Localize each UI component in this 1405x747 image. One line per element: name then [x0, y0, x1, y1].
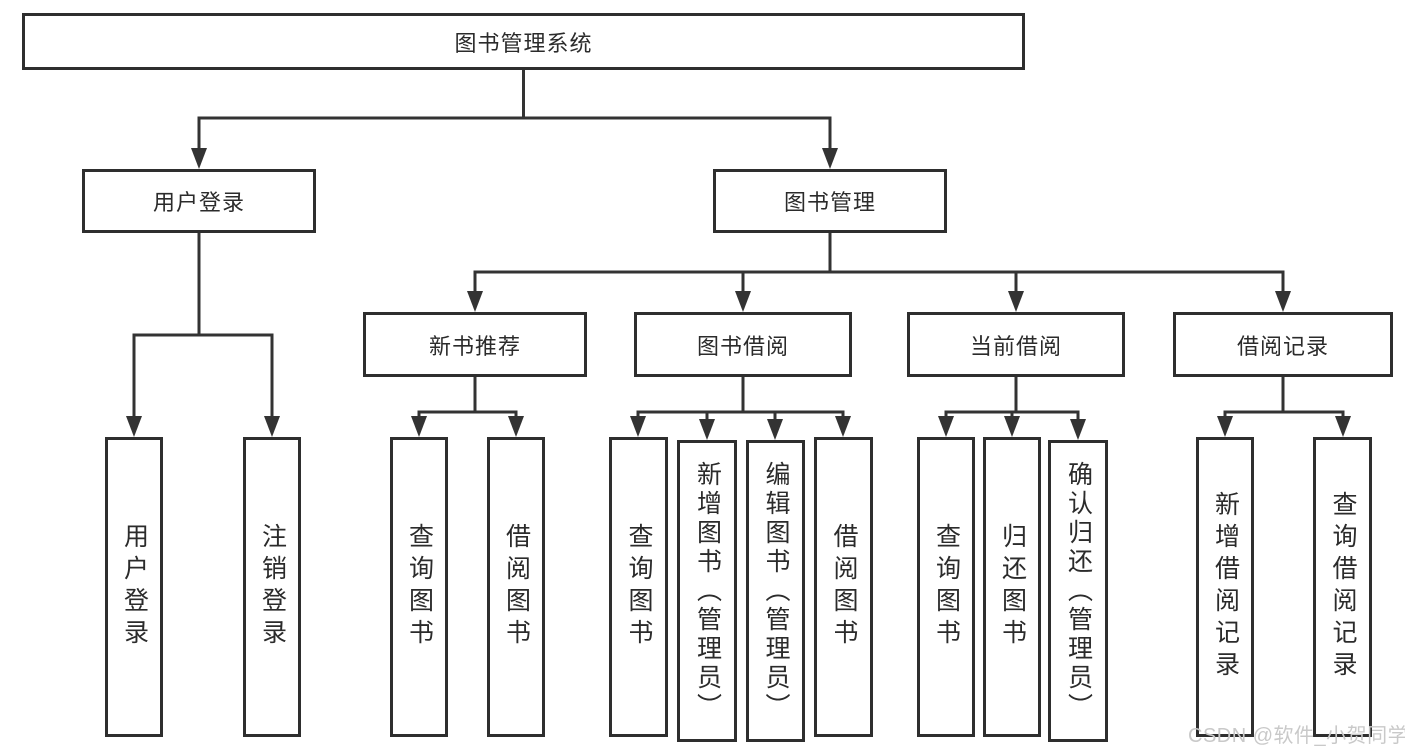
node-label: 借阅图书 — [830, 523, 858, 651]
node-label: 用户登录 — [120, 523, 149, 651]
node-return-books: 归还图书 — [983, 437, 1041, 737]
node-label: 查询图书 — [405, 523, 434, 651]
node-library-management-system: 图书管理系统 — [22, 13, 1025, 70]
node-label: 归还图书 — [998, 523, 1027, 651]
arrowheads — [126, 148, 1351, 440]
node-new-book-recommendation: 新书推荐 — [363, 312, 587, 377]
node-query-books-recommend: 查询图书 — [390, 437, 448, 737]
node-confirm-return-admin: 确认归还（管理员） — [1048, 440, 1108, 742]
node-book-borrowing: 图书借阅 — [634, 312, 852, 377]
node-label: 确认归还（管理员） — [1064, 460, 1093, 722]
node-query-books-current: 查询图书 — [917, 437, 975, 737]
node-book-management: 图书管理 — [713, 169, 947, 233]
node-user-login-leaf: 用户登录 — [105, 437, 163, 737]
node-label: 查询图书 — [932, 523, 961, 651]
node-add-borrow-record: 新增借阅记录 — [1196, 437, 1254, 737]
node-logout: 注销登录 — [243, 437, 301, 737]
node-label: 注销登录 — [258, 523, 287, 651]
node-label: 查询借阅记录 — [1329, 491, 1357, 683]
node-current-borrowing: 当前借阅 — [907, 312, 1125, 377]
node-label: 新增借阅记录 — [1211, 491, 1240, 683]
node-label: 编辑图书（管理员） — [762, 460, 790, 722]
node-borrow-books: 借阅图书 — [814, 437, 873, 737]
node-query-borrow-record: 查询借阅记录 — [1313, 437, 1372, 737]
node-add-books-admin: 新增图书（管理员） — [677, 440, 737, 742]
node-user-login: 用户登录 — [82, 169, 316, 233]
node-label: 查询图书 — [625, 523, 653, 651]
node-query-books-borrow: 查询图书 — [609, 437, 668, 737]
node-label: 新增图书（管理员） — [693, 460, 722, 722]
csdn-watermark: CSDN @软件_小贺同学 — [1188, 725, 1405, 747]
node-borrow-books-recommend: 借阅图书 — [487, 437, 545, 737]
node-label: 借阅图书 — [502, 523, 531, 651]
node-edit-books-admin: 编辑图书（管理员） — [746, 440, 805, 742]
node-borrowing-records: 借阅记录 — [1173, 312, 1393, 377]
